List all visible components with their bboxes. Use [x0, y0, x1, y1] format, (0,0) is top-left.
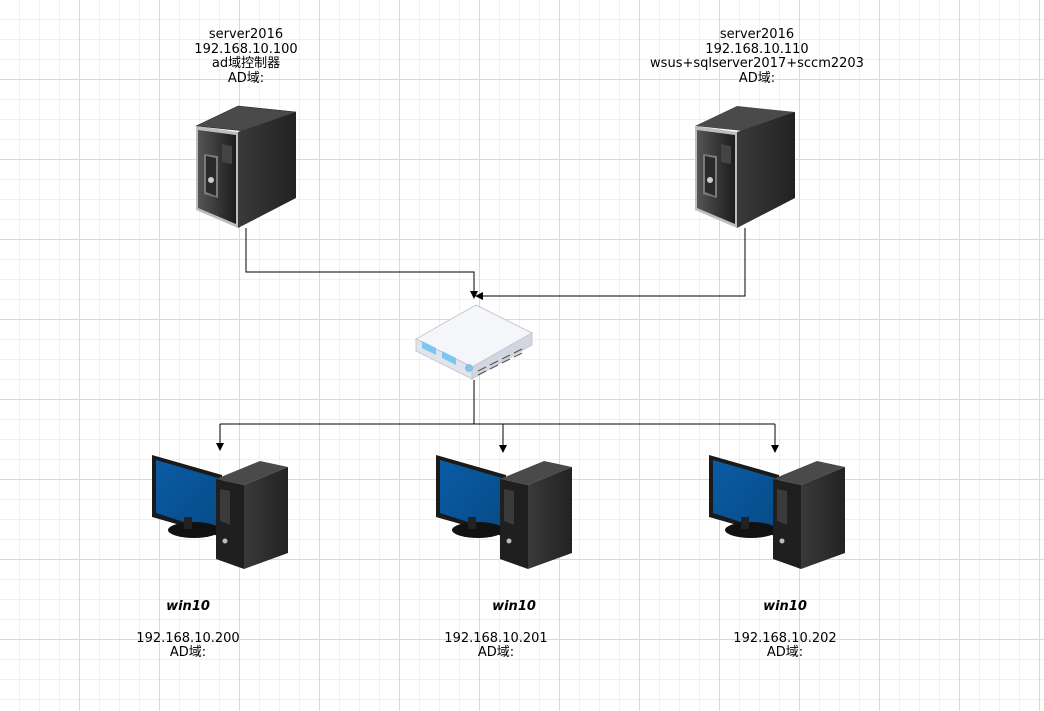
client-pc-icon[interactable]	[152, 455, 288, 569]
server-label[interactable]: server2016 192.168.10.100 ad域控制器 AD域:	[146, 27, 346, 86]
server-domain: AD域:	[227, 70, 265, 86]
client-os: win10	[166, 599, 210, 614]
server-os: server2016	[208, 27, 284, 42]
server-tower-icon[interactable]	[695, 106, 795, 228]
connector-server2-switch	[475, 228, 746, 300]
network-switch-icon[interactable]	[414, 304, 534, 380]
client-ip: 192.168.10.202	[733, 630, 837, 646]
server-domain: AD域:	[738, 70, 776, 86]
server-role: ad域控制器	[211, 56, 281, 71]
server-ip: 192.168.10.110	[705, 41, 809, 57]
connector-lines	[216, 228, 779, 453]
client-domain: AD域:	[169, 645, 207, 660]
client-pc-icon[interactable]	[436, 455, 572, 569]
server-tower-icon[interactable]	[195, 105, 297, 228]
server-label[interactable]: server2016 192.168.10.110 wsus+sqlserver…	[612, 27, 902, 86]
client-os: win10	[763, 599, 807, 614]
client-label[interactable]: win10 192.168.10.200 AD域:	[118, 599, 258, 661]
client-ip: 192.168.10.201	[444, 630, 548, 646]
client-os: win10	[492, 599, 536, 614]
client-domain: AD域:	[766, 645, 804, 660]
server-os: server2016	[719, 27, 795, 42]
client-label[interactable]: win10 192.168.10.201 AD域:	[426, 599, 566, 661]
client-ip: 192.168.10.200	[136, 630, 240, 646]
client-pc-icon[interactable]	[709, 455, 845, 569]
server-ip: 192.168.10.100	[194, 41, 298, 57]
server-role: wsus+sqlserver2017+sccm2203	[650, 56, 864, 71]
connector-server1-switch	[245, 228, 478, 299]
client-label[interactable]: win10 192.168.10.202 AD域:	[715, 599, 855, 661]
client-domain: AD域:	[477, 645, 515, 660]
